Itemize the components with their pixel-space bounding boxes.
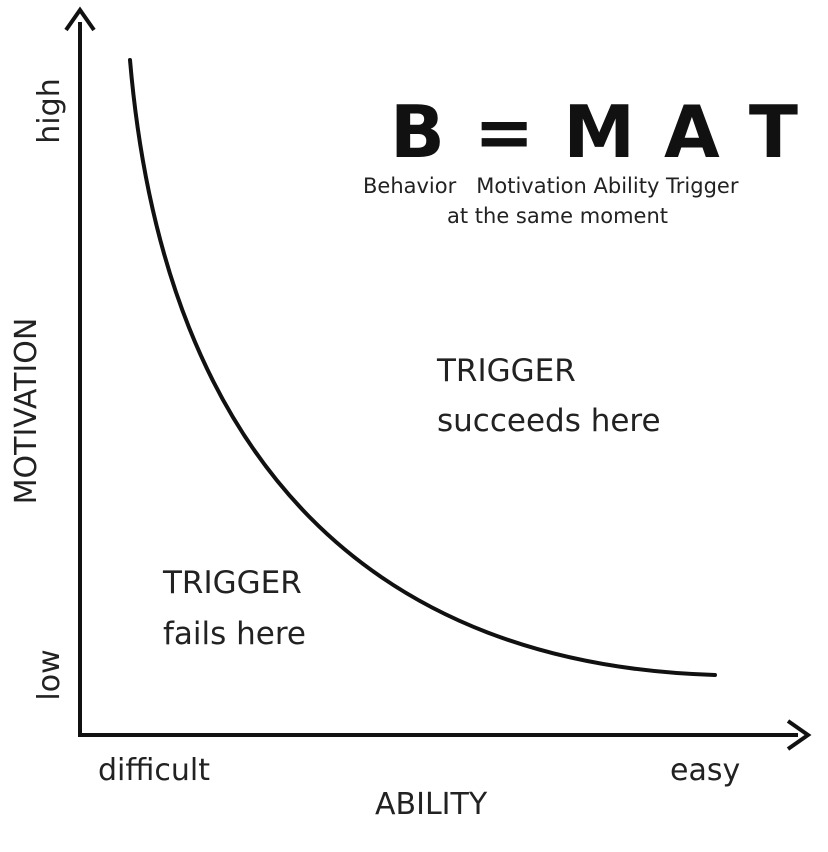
fail-zone-text: fails here: [163, 616, 306, 652]
formula-equation: B = M A T: [390, 90, 800, 174]
y-axis-arrowhead: [64, 6, 96, 32]
x-axis-low-label: difficult: [98, 753, 210, 788]
y-axis-low-label: low: [32, 649, 67, 701]
y-axis-high-label: high: [32, 78, 67, 144]
fail-zone-title: TRIGGER: [163, 565, 302, 601]
x-axis-high-label: easy: [670, 753, 741, 788]
formula-note: at the same moment: [447, 204, 669, 228]
y-axis-title: MOTIVATION: [9, 317, 44, 505]
x-axis-title: ABILITY: [375, 787, 488, 822]
formula-legend: Behavior Motivation Ability Trigger: [363, 174, 739, 198]
x-axis-arrowhead: [786, 719, 812, 751]
action-line-curve: [128, 58, 717, 677]
success-zone-title: TRIGGER: [437, 353, 576, 389]
success-zone-text: succeeds here: [437, 403, 661, 439]
